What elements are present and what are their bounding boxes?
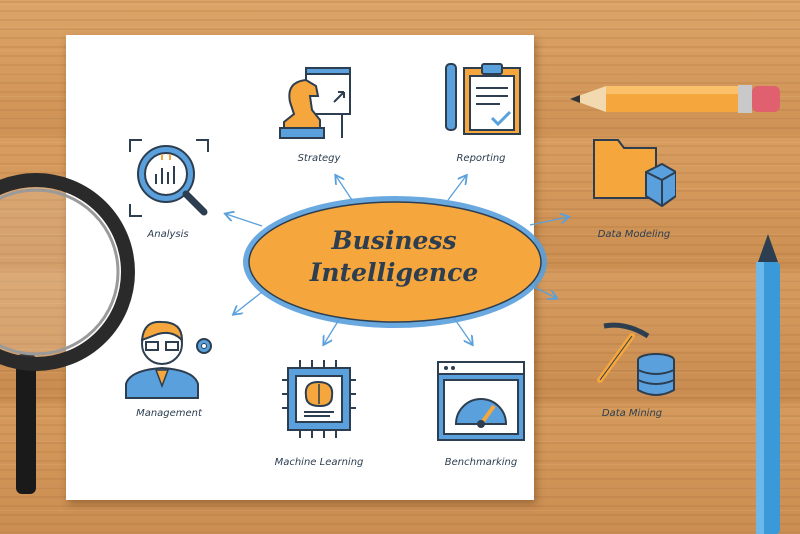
node-label-benchmarking: Benchmarking — [444, 457, 518, 468]
clipboard-report-icon — [440, 60, 522, 140]
node-label-strategy: Strategy — [297, 153, 341, 164]
folder-cube-icon — [590, 134, 676, 216]
pickaxe-database-icon — [592, 316, 678, 402]
node-label-data-mining: Data Mining — [601, 408, 663, 419]
chess-knight-board-icon — [276, 62, 360, 142]
center-title-line2: Intelligence — [309, 258, 479, 287]
manager-gear-icon — [122, 314, 218, 400]
node-label-data-modeling: Data Modeling — [597, 229, 671, 240]
browser-gauge-icon — [436, 360, 526, 444]
arrow-data-modeling — [529, 217, 568, 226]
node-label-analysis: Analysis — [147, 229, 189, 240]
magnifier-chart-icon — [126, 136, 212, 220]
arrow-management — [234, 291, 263, 314]
magnifying-glass-icon — [0, 173, 135, 494]
arrow-benchmarking — [453, 317, 472, 344]
chip-brain-icon — [280, 358, 360, 440]
pencil-icon — [570, 85, 780, 113]
center-title-line1: Business — [331, 226, 457, 255]
node-label-reporting: Reporting — [456, 153, 506, 164]
pen-icon — [756, 234, 780, 534]
center-title: Business Intelligence — [238, 198, 550, 318]
arrow-analysis — [226, 214, 263, 227]
node-label-machine-learning: Machine Learning — [274, 457, 364, 468]
arrow-strategy — [336, 176, 353, 201]
node-label-management: Management — [136, 408, 202, 419]
arrow-reporting — [447, 176, 466, 201]
